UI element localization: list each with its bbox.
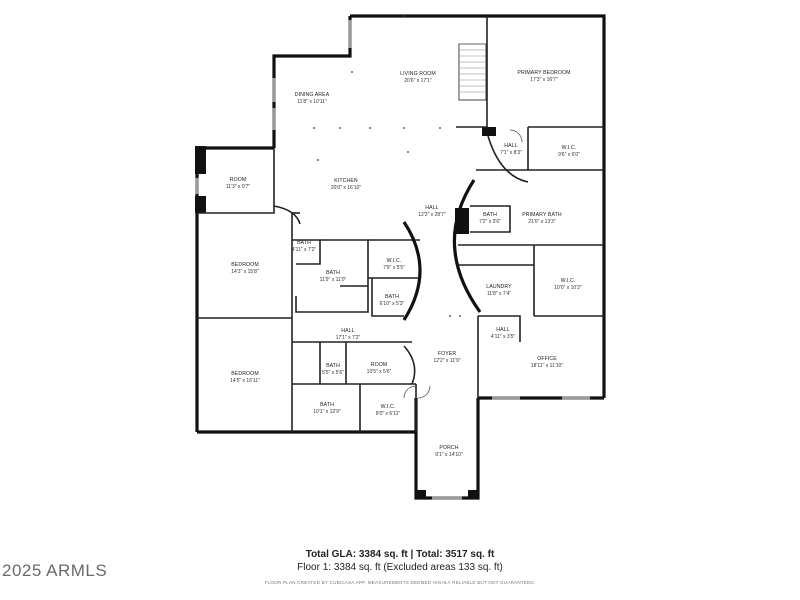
room-dims-bath1: 7'2" x 3'6" [479,219,501,225]
room-dims-bath5: 5'5" x 5'6" [322,370,344,376]
watermark-logo: 2025 ARMLS [2,561,108,580]
room-labels: LIVING ROOM 20'6" x 17'1" PRIMARY BEDROO… [226,70,582,458]
room-dims-bedroom1: 14'3" x 15'8" [231,269,259,275]
room-name-bedroom2: BEDROOM [231,371,259,377]
room-name-bath6: BATH [320,402,334,408]
door-swings [403,129,523,399]
room-name-bath4: BATH [385,294,399,300]
room-dims-dining: 11'8" x 10'11" [297,99,327,105]
room-dims-foyer: 12'2" x 11'9" [433,358,460,364]
room-dims-bath3: 11'9" x 11'0" [320,277,347,283]
room-dims-primary: 17'3" x 16'7" [530,77,558,83]
room-name-bath2: BATH [297,240,311,246]
room-dims-bath2: 4'11" x 7'2" [292,247,316,253]
room-dims-wic2: 7'9" x 5'5" [383,265,405,271]
room-name-living: LIVING ROOM [400,71,436,77]
room-name-bedroom1: BEDROOM [231,262,259,268]
room-dims-room2: 10'5" x 5'6" [367,369,392,375]
room-name-laundry: LAUNDRY [486,284,512,290]
room-dims-wic4: 8'0" x 6'11" [376,411,400,417]
room-dims-hall4: 4'11" x 3'5" [491,334,515,340]
room-name-wic4: W.I.C. [381,404,396,410]
room-dims-kitchen: 20'0" x 16'10" [331,185,361,191]
room-name-wic3: W.I.C. [561,278,576,284]
room-name-wic1: W.I.C. [562,145,577,151]
room-name-hall4: HALL [496,327,509,333]
windows [195,20,590,500]
room-dims-pbath: 21'0" x 13'3" [528,219,556,225]
room-dims-hall3: 17'1" x 7'2" [336,335,361,341]
room-dims-room1: 11'3" x 9'7" [226,184,250,190]
room-name-porch: PORCH [439,445,458,451]
fixture-dots [313,15,461,317]
curved-walls [273,135,529,385]
fireplace [458,43,487,101]
room-name-bath3: BATH [326,270,340,276]
room-name-primary: PRIMARY BEDROOM [517,70,570,76]
room-name-room1: ROOM [230,177,247,183]
room-dims-living: 20'6" x 17'1" [404,78,432,84]
total-area-text: Total GLA: 3384 sq. ft | Total: 3517 sq.… [305,549,495,560]
room-dims-porch: 9'1" x 14'10" [435,452,463,458]
room-name-office: OFFICE [537,356,557,362]
room-name-pbath: PRIMARY BATH [522,212,562,218]
room-dims-wic3: 10'0" x 10'3" [554,285,582,291]
room-dims-bath4: 6'10" x 5'3" [380,301,405,307]
room-name-bath5: BATH [326,363,340,369]
room-dims-hall1: 7'1" x 8'3" [500,150,522,156]
disclaimer-text: FLOOR PLAN CREATED BY CUBICASA APP. MEAS… [264,580,536,585]
room-name-hall2: HALL [425,205,438,211]
room-name-hall1: HALL [504,143,517,149]
room-name-room2: ROOM [371,362,388,368]
room-dims-laundry: 11'8" x 7'4" [487,291,511,297]
exterior-walls [195,14,606,500]
room-dims-bedroom2: 14'5" x 16'11" [230,378,260,384]
floor-area-text: Floor 1: 3384 sq. ft (Excluded areas 133… [297,562,503,573]
interior-walls [197,16,604,432]
room-name-hall3: HALL [341,328,354,334]
room-dims-hall2: 12'2" x 28'7" [418,212,446,218]
room-name-wic2: W.I.C. [387,258,402,264]
room-dims-bath6: 10'1" x 12'9" [313,409,341,415]
room-dims-office: 18'11" x 11'10" [531,363,563,369]
room-name-dining: DINING AREA [295,92,330,98]
room-name-foyer: FOYER [438,351,457,357]
room-dims-wic1: 9'6" x 6'0" [558,152,580,158]
room-name-bath1: BATH [483,212,497,218]
room-name-kitchen: KITCHEN [334,178,358,184]
